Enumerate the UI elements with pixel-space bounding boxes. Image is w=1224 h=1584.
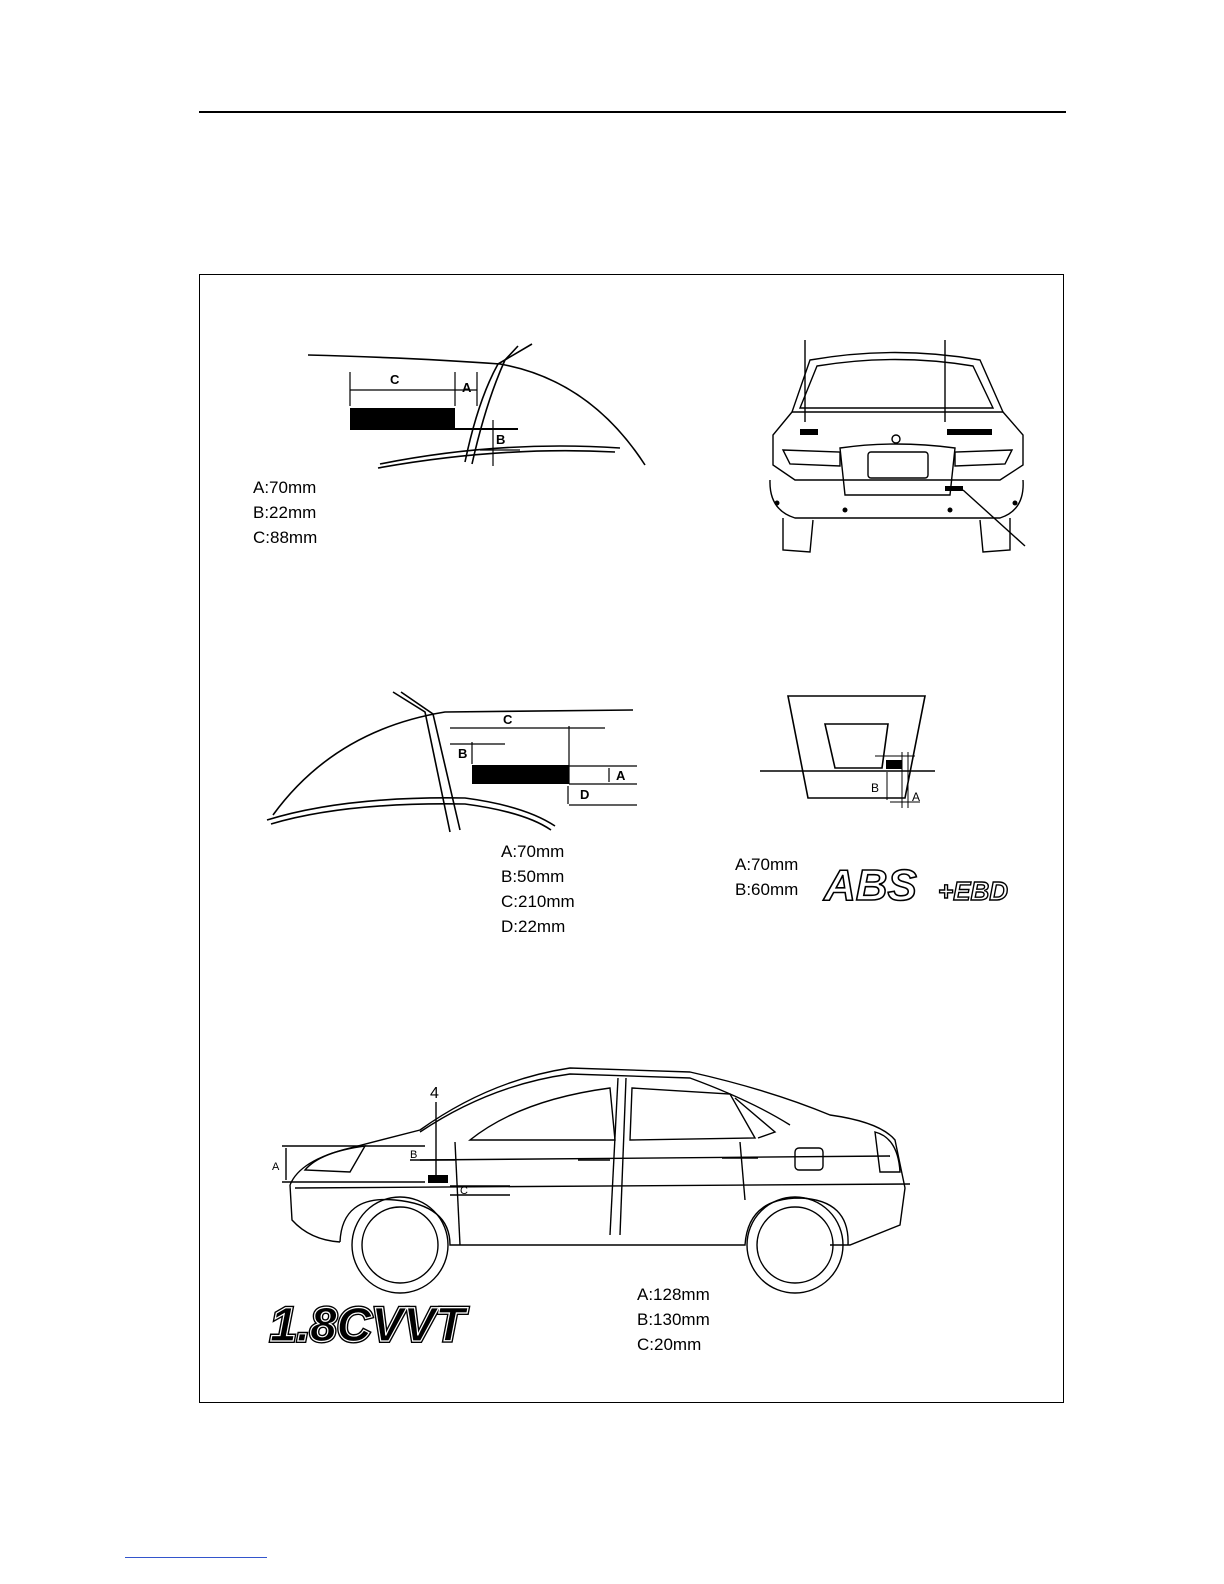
dimension-label-b: B [410,1149,417,1161]
footer-link-underline[interactable] [125,1557,267,1558]
dimension-label-a: A [272,1161,280,1173]
spec-c: C:20mm [637,1332,710,1357]
cvvt-logo: 1.8CVVT 1.8CVVT [268,1295,538,1350]
dimension-label-b: B [871,781,879,795]
spec-a: A:70mm [735,852,798,877]
spec-b: B:130mm [637,1307,710,1332]
abs-ebd-logo: ABS +EBD [820,858,1045,908]
cvvt-logo-text: 1.8CVVT [270,1299,468,1352]
dimension-label-b: B [496,432,505,447]
dimension-label-c: C [503,712,513,727]
rear-window-badge-diagram: C A B [300,340,660,470]
badge-mark [472,765,569,784]
header-rule [199,111,1066,113]
spec-a: A:70mm [253,475,317,500]
dimension-label-a: A [912,790,920,804]
badge-mark [428,1175,448,1183]
dimension-label-c: C [390,372,400,387]
dimension-label-c: C [460,1185,468,1197]
dimension-label-b: B [458,746,467,761]
spec-c: C:210mm [501,889,575,914]
badge-mark [886,760,902,769]
front-quarter-badge-diagram: C B A D [265,690,645,840]
spec-list-top-left: A:70mm B:22mm C:88mm [253,475,317,550]
badge-mark [350,408,455,429]
callout-number: 4 [430,1085,439,1102]
spec-c: C:88mm [253,525,317,550]
car-side-view: 4 A B C [270,1060,915,1300]
spec-list-side: A:128mm B:130mm C:20mm [637,1282,710,1357]
spec-a: A:128mm [637,1282,710,1307]
dimension-label-d: D [580,787,589,802]
spec-b: B:22mm [253,500,317,525]
spec-b: B:60mm [735,877,798,902]
spec-a: A:70mm [501,839,575,864]
dimension-label-a: A [462,380,472,395]
dimension-label-a: A [616,768,626,783]
trunk-lid-badge-diagram: B A [760,690,940,815]
car-rear-view [765,340,1030,565]
ebd-logo-text: +EBD [938,876,1008,906]
spec-list-mid-left: A:70mm B:50mm C:210mm D:22mm [501,839,575,939]
spec-d: D:22mm [501,914,575,939]
abs-logo-text: ABS [823,861,917,910]
spec-list-mid-right: A:70mm B:60mm [735,852,798,902]
spec-b: B:50mm [501,864,575,889]
